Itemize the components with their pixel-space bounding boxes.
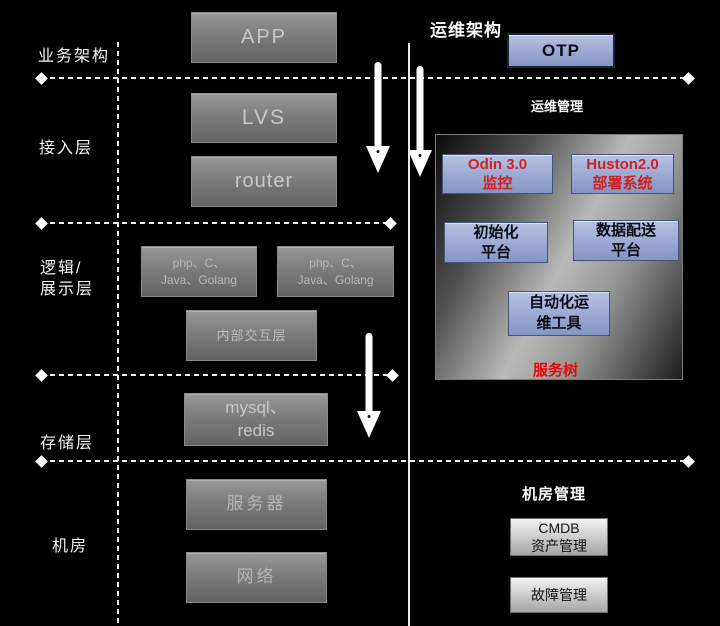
diamond-endpoint <box>35 71 48 85</box>
ops-tools-panel: Odin 3.0 监控 Huston2.0 部署系统 初始化 平台 数据配送 平… <box>435 134 683 380</box>
node-mysql-redis: mysql、 redis <box>184 393 328 446</box>
layer-divider-logic-storage <box>35 368 399 382</box>
node-app: APP <box>191 12 337 63</box>
node-init-platform: 初始化 平台 <box>444 222 548 263</box>
node-auto-line1: 自动化运 <box>528 294 589 312</box>
node-fault-management: 故障管理 <box>510 577 608 613</box>
diamond-endpoint <box>384 216 397 230</box>
node-delivery-line1: 数据配送 <box>595 222 656 239</box>
dc-management-label: 机房管理 <box>522 486 587 503</box>
node-php-right-line1: php、C、 <box>309 256 362 271</box>
node-server-label: 服务器 <box>226 494 287 514</box>
down-arrow-right <box>408 66 432 177</box>
ops-management-label: 运维管理 <box>531 99 584 114</box>
layer-divider-storage-datacenter <box>35 454 695 468</box>
arrow-shaft <box>416 66 424 152</box>
diamond-endpoint <box>35 216 48 230</box>
node-delivery-line2: 平台 <box>610 241 641 259</box>
node-huston-deploy: Huston2.0 部署系统 <box>571 154 674 194</box>
node-cmdb-line2: 资产管理 <box>531 538 587 554</box>
center-divider-line <box>408 43 410 626</box>
layer-label-business: 业务架构 <box>38 48 111 65</box>
diamond-endpoint <box>35 368 48 382</box>
node-odin-line2: 监控 <box>482 175 513 192</box>
node-odin-monitor: Odin 3.0 监控 <box>442 154 553 194</box>
node-huston-line1: Huston2.0 <box>586 155 659 173</box>
node-network-label: 网络 <box>236 567 277 587</box>
arrow-head-dot <box>367 415 371 418</box>
down-arrow-left <box>366 62 390 173</box>
node-lvs: LVS <box>191 93 337 143</box>
node-mysql-line2: redis <box>237 420 275 440</box>
diamond-endpoint <box>682 71 695 85</box>
node-app-label: APP <box>240 26 288 48</box>
node-mysql-line1: mysql、 <box>225 397 287 417</box>
node-php-right: php、C、 Java、Golang <box>277 246 394 297</box>
node-router-label: router <box>234 170 294 192</box>
node-init-line1: 初始化 <box>473 224 519 241</box>
layer-label-logic: 逻辑/ 展示层 <box>40 258 94 300</box>
node-php-left-line1: php、C、 <box>172 256 226 271</box>
node-fault-label: 故障管理 <box>531 587 587 603</box>
ops-architecture-title: 运维架构 <box>430 21 502 40</box>
node-auto-line2: 维工具 <box>536 314 582 332</box>
node-internal-layer-label: 内部交互层 <box>216 327 287 343</box>
layer-divider-access-logic <box>35 216 397 230</box>
node-automation-tools: 自动化运 维工具 <box>508 291 610 336</box>
layer-divider-business-access <box>35 71 695 85</box>
arrow-head-dot <box>418 154 422 157</box>
arrow-head-dot <box>376 150 380 153</box>
diamond-endpoint <box>386 368 399 382</box>
node-odin-line1: Odin 3.0 <box>467 155 528 173</box>
layer-label-logic-line2: 展示层 <box>40 281 95 298</box>
down-arrow-middle <box>357 333 381 438</box>
node-init-line2: 平台 <box>480 243 511 261</box>
node-php-right-line2: Java、Golang <box>297 272 374 287</box>
node-router: router <box>191 156 337 207</box>
arrow-shaft <box>365 333 373 413</box>
node-internal-layer: 内部交互层 <box>186 310 317 361</box>
diamond-endpoint <box>682 454 695 468</box>
node-php-left-line2: Java、Golang <box>160 272 238 287</box>
node-otp-label: OTP <box>542 40 580 60</box>
node-cmdb: CMDB 资产管理 <box>510 518 608 556</box>
node-cmdb-line1: CMDB <box>538 519 580 536</box>
service-tree-label: 服务树 <box>533 362 579 379</box>
layer-label-storage: 存储层 <box>40 435 95 452</box>
node-lvs-label: LVS <box>241 105 287 129</box>
layer-label-logic-line1: 逻辑/ <box>40 260 83 277</box>
node-huston-line2: 部署系统 <box>592 175 653 192</box>
diamond-endpoint <box>35 454 48 468</box>
node-server: 服务器 <box>186 479 327 530</box>
node-network: 网络 <box>186 552 327 603</box>
node-php-left: php、C、 Java、Golang <box>141 246 257 297</box>
node-otp: OTP <box>507 33 615 68</box>
layer-label-datacenter: 机房 <box>52 538 89 555</box>
node-data-delivery-platform: 数据配送 平台 <box>573 220 679 261</box>
layer-label-access: 接入层 <box>39 140 94 157</box>
arrow-shaft <box>374 62 382 148</box>
left-column-divider-line <box>117 42 119 626</box>
